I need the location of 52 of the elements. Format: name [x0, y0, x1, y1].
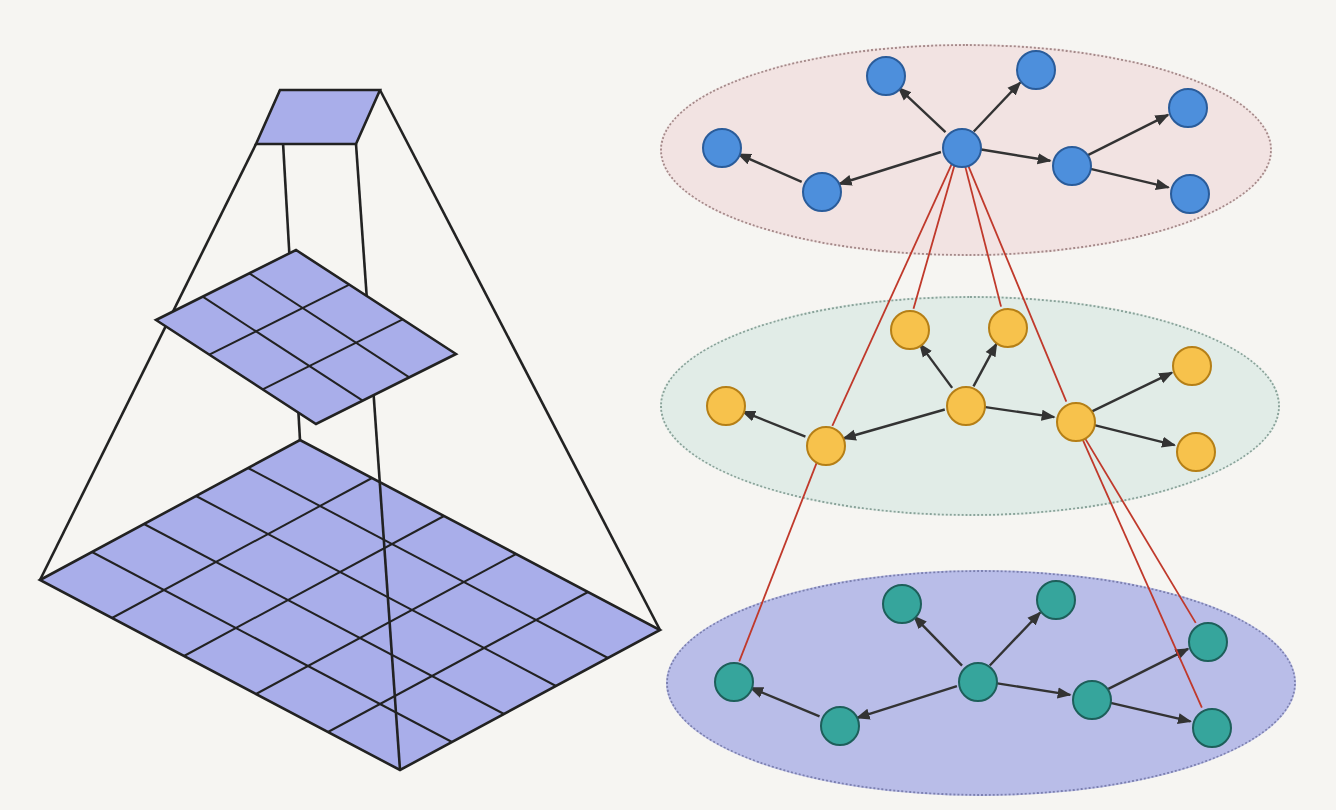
connector-line [1083, 436, 1197, 624]
arrow [972, 81, 1022, 133]
graph-node-circle [1168, 88, 1208, 128]
graph-node-circle [1172, 346, 1212, 386]
graph-node-circle [1052, 146, 1092, 186]
graph-node-circle [988, 308, 1028, 348]
arrow [995, 681, 1072, 699]
graph-node-circle [1188, 622, 1228, 662]
arrow [972, 342, 998, 387]
arrow [1109, 701, 1192, 725]
graph-node-circle [714, 662, 754, 702]
arrow [988, 611, 1042, 667]
connector-line [831, 163, 953, 427]
graph-node-circle [1072, 680, 1112, 720]
connector-line [912, 164, 956, 310]
connector-line [966, 163, 1068, 403]
graph-node-circle [1170, 174, 1210, 214]
arrow [897, 86, 947, 134]
graph-node-circle [946, 386, 986, 426]
arrow [979, 148, 1052, 165]
graph-node-circle [702, 128, 742, 168]
arrow [841, 408, 946, 441]
arrow [855, 684, 958, 720]
graph-node-circle [890, 310, 930, 350]
connector-line [738, 461, 818, 663]
arrow [837, 150, 942, 186]
graph-node-circle [882, 584, 922, 624]
graph-node-circle [1176, 432, 1216, 472]
arrow [1091, 371, 1174, 413]
graph-node-circle [802, 172, 842, 212]
graph-node-circle [942, 128, 982, 168]
graph-node-circle [866, 56, 906, 96]
arrow [749, 686, 820, 718]
graph-node-circle [1036, 580, 1076, 620]
arrow [983, 405, 1056, 421]
arrow [1089, 167, 1170, 190]
arrow [913, 615, 963, 667]
graph-node-circle [1056, 402, 1096, 442]
arrow [1107, 647, 1190, 691]
arrow [1093, 423, 1176, 448]
graph-node-circle [1016, 50, 1056, 90]
arrow [741, 410, 806, 438]
graph-node-circle [958, 662, 998, 702]
arrow [737, 152, 803, 184]
graph-node-circle [706, 386, 746, 426]
arrow [918, 342, 954, 389]
connector-line [964, 164, 1002, 308]
graph-node-circle [820, 706, 860, 746]
arrow [1087, 113, 1170, 157]
graph-node-circle [806, 426, 846, 466]
graph-node-circle [1192, 708, 1232, 748]
connector-line [1081, 437, 1203, 709]
